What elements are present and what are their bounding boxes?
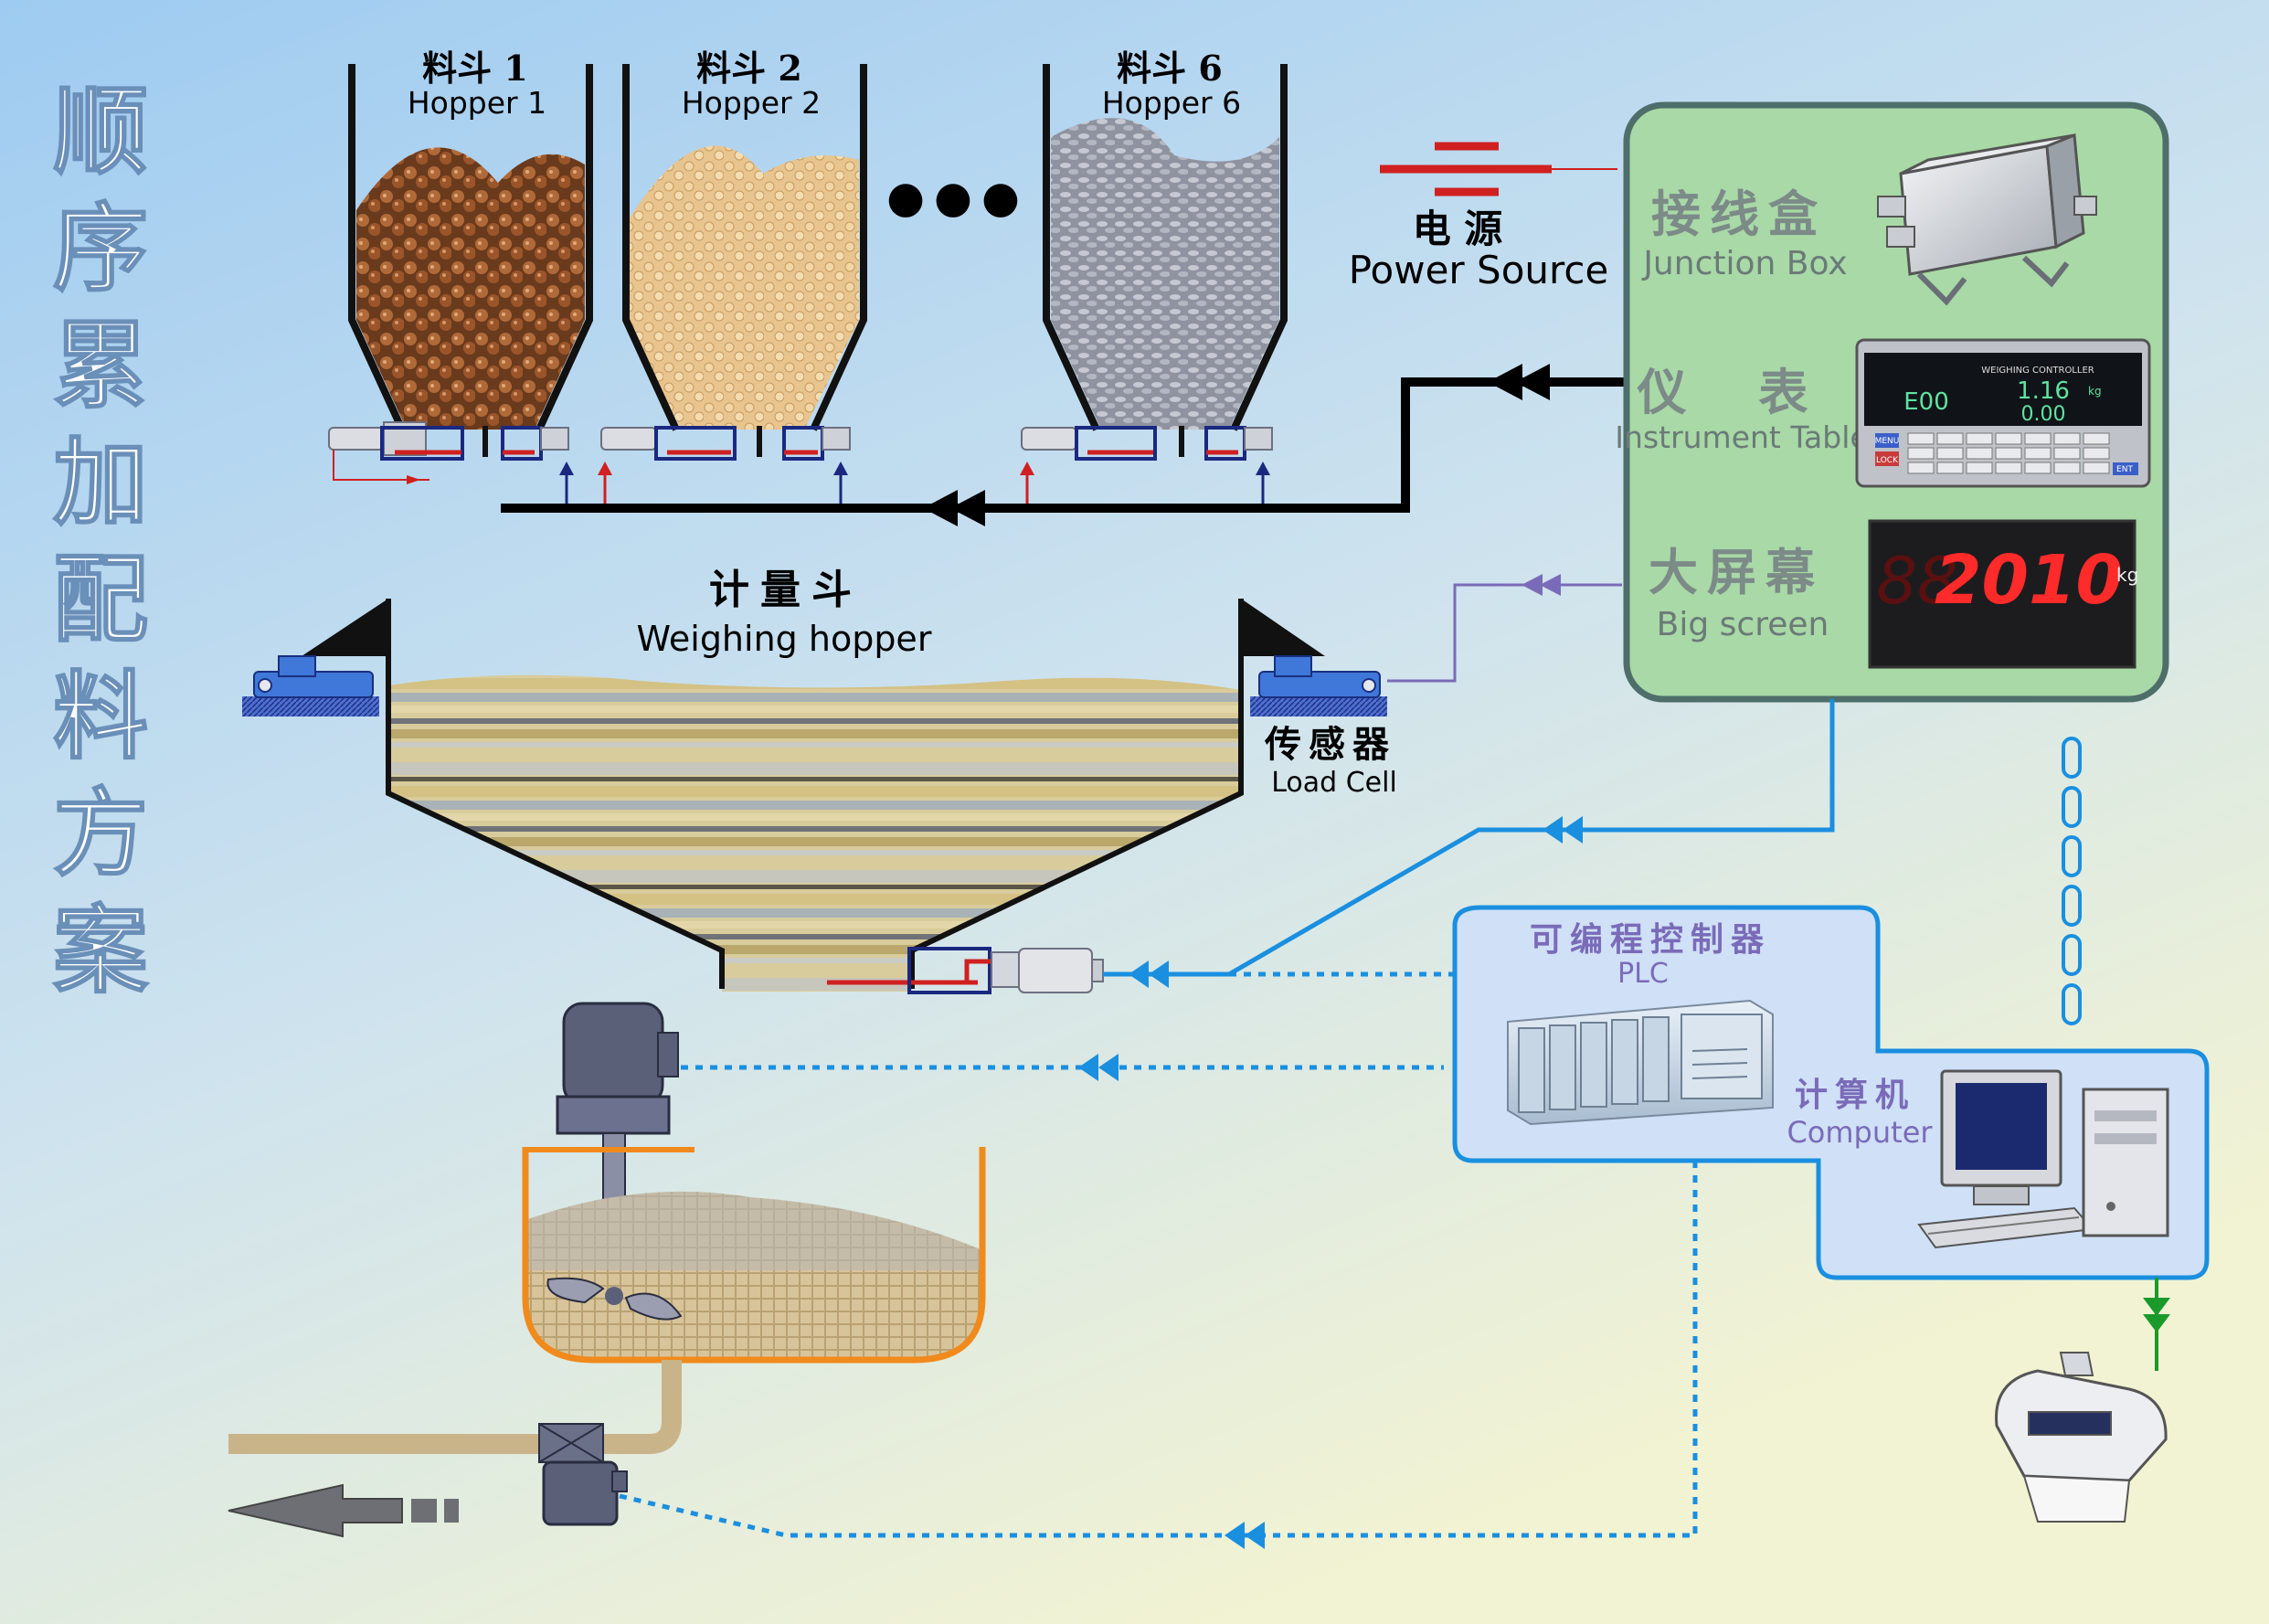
plc-signal-lines: [611, 971, 1698, 1538]
title-char: 累: [53, 309, 148, 421]
controller-left: E00: [1903, 388, 1949, 416]
printer-link: [2143, 1278, 2170, 1371]
computer-cn: 计算机: [1795, 1076, 1915, 1114]
screen-en: Big screen: [1657, 606, 1829, 643]
controller-key: [1936, 462, 1964, 474]
controller-key: [1966, 447, 1993, 460]
printer-icon: [1995, 1352, 2168, 1523]
comm-chain: [2062, 737, 2082, 1025]
controller-key: [2024, 432, 2052, 445]
controller-key: [1966, 432, 1993, 445]
controller-brand: WEIGHING CONTROLLER: [1981, 366, 2094, 376]
title-char: 配: [53, 543, 148, 655]
page-title: 顺序累加配料方案: [53, 75, 149, 1006]
hopper-2: 料斗 2 Hopper 2: [622, 48, 867, 431]
controller-side-key: [1875, 433, 1899, 448]
weighing-hopper-en: Weighing hopper: [637, 619, 932, 659]
plc-panel: 可编程控制器 PLC 计算机 Computer: [1452, 905, 2210, 1280]
screen-cn: 大屏幕: [1649, 543, 1824, 601]
big-screen-unit: kg: [2116, 564, 2138, 586]
big-screen-value: 2010: [1935, 541, 2123, 620]
junction-en: Junction Box: [1641, 245, 1847, 282]
controller-unit: kg: [2088, 385, 2102, 398]
controller-key: [1966, 462, 1993, 474]
controller-key: [1936, 447, 1964, 460]
hopper-ellipsis: ●●●: [886, 172, 1029, 223]
controller-key: [1936, 432, 1964, 445]
controller-key: [1995, 432, 2022, 445]
mixing-tank: [522, 1147, 986, 1364]
controller-key: [1995, 462, 2022, 474]
instrument-cn: 仪 表: [1637, 363, 1836, 421]
controller-key: [1907, 447, 1935, 460]
title-char: 加: [53, 426, 148, 538]
plc-icon: [1507, 999, 1774, 1126]
hopper-1-cn: 料斗 1: [422, 48, 528, 89]
hopper-6: 料斗 6 Hopper 6: [1043, 48, 1288, 431]
controller-enter-key: [2113, 462, 2138, 475]
discharge-gate: [827, 947, 1104, 994]
instrument-en: Instrument Table: [1615, 419, 1868, 455]
load-cell-en: Load Cell: [1271, 767, 1397, 799]
big-screen-icon: 88 2010 kg: [1868, 519, 2138, 669]
control-panel: 接线盒 Junction Box 仪 表 Instrument Table WE…: [1615, 101, 2169, 703]
load-cell-left: [242, 655, 379, 716]
hopper-2-cn: 料斗 2: [696, 48, 802, 89]
controller-key: [2053, 462, 2081, 474]
junction-cn: 接线盒: [1651, 185, 1827, 243]
outlet-pipe: [228, 1360, 682, 1526]
title-char: 案: [53, 894, 149, 1006]
controller-key: [2053, 447, 2081, 460]
plc-signal-arrows: [1078, 1054, 1265, 1549]
control-bus: [501, 364, 1625, 526]
title-char: 料: [53, 660, 148, 772]
hopper-1-en: Hopper 1: [408, 85, 546, 121]
controller-bottom: 0.00: [2021, 403, 2066, 426]
controller-key-lock: LOCK: [1876, 456, 1899, 465]
controller-key: [1907, 432, 1935, 445]
load-cell-right: 传感器 Load Cell: [1250, 655, 1397, 799]
junction-box-icon: [1877, 133, 2097, 306]
hopper-1: 料斗 1 Hopper 1: [348, 48, 593, 431]
controller-key: [1995, 447, 2022, 460]
computer-en: Computer: [1787, 1115, 1933, 1150]
hopper-gates: [328, 421, 1273, 504]
loadcell-signal-line: [1387, 574, 1622, 683]
controller-key: [2053, 432, 2081, 445]
controller-key: [2083, 462, 2110, 474]
controller-key-menu: MENU: [1875, 437, 1900, 446]
outlet-arrow: [228, 1483, 459, 1538]
vertical-title: 顺序累加配料方案: [52, 74, 150, 1007]
controller-keypad: [1875, 432, 2138, 475]
computer-icon: [1917, 1069, 2169, 1249]
controller-key: [2024, 462, 2052, 474]
panel-to-gate-line: [1103, 699, 1835, 988]
controller-key-ent: ENT: [2116, 465, 2133, 474]
controller-top: 1.16: [2017, 377, 2070, 405]
power-cn: 电 源: [1413, 207, 1503, 251]
title-char: 序: [53, 192, 148, 304]
controller-key: [1907, 462, 1935, 474]
power-en: Power Source: [1349, 248, 1609, 292]
load-cell-cn: 传感器: [1264, 723, 1396, 766]
big-screen-ghost: 88: [1876, 544, 1957, 619]
plc-cn: 可编程控制器: [1530, 920, 1771, 959]
title-char: 方: [53, 777, 148, 889]
power-source: 电 源 Power Source: [1349, 142, 1617, 292]
controller-key: [2083, 432, 2110, 445]
title-char: 顺: [53, 75, 148, 187]
hopper-6-en: Hopper 6: [1102, 85, 1241, 121]
controller-key: [2083, 447, 2110, 460]
weighing-controller-icon: WEIGHING CONTROLLER E00 1.16 0.00 kg MEN…: [1855, 338, 2151, 488]
hopper-2-en: Hopper 2: [682, 85, 821, 121]
controller-side-key: [1875, 451, 1899, 466]
hopper-6-cn: 料斗 6: [1117, 48, 1223, 89]
weighing-hopper: 计量斗 Weighing hopper: [302, 567, 1325, 992]
plc-en: PLC: [1617, 958, 1669, 990]
weighing-hopper-cn: 计量斗: [709, 567, 863, 613]
controller-key: [2024, 447, 2052, 460]
